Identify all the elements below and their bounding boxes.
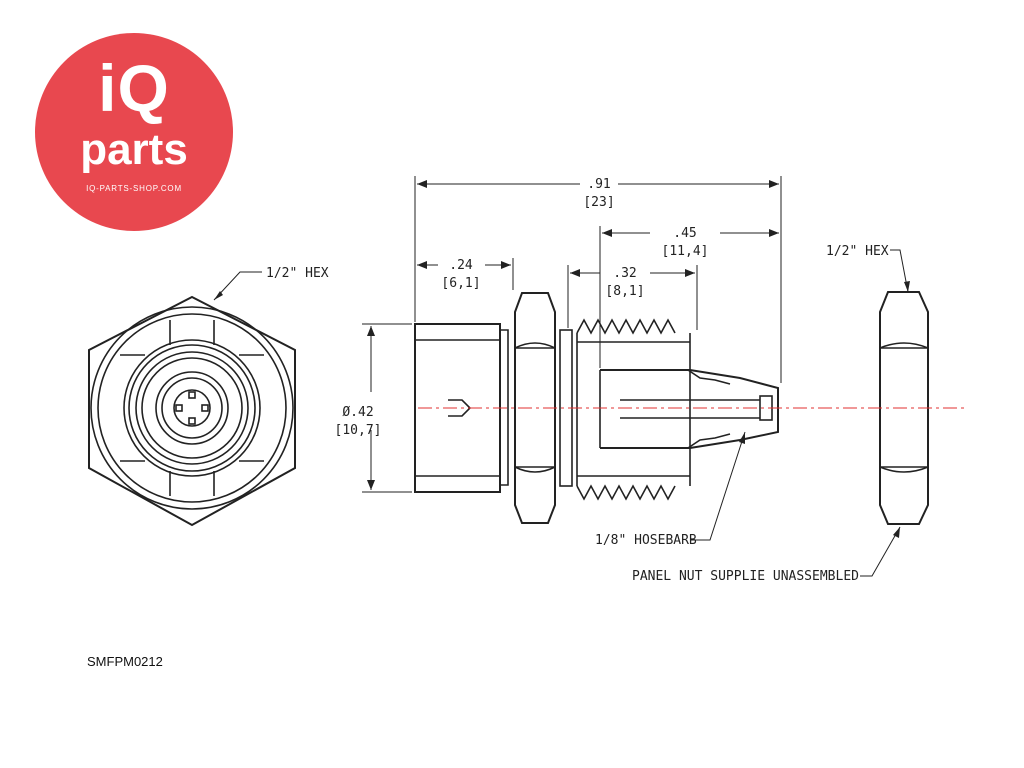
panel-nut-view	[879, 291, 929, 525]
logo-website-text: IQ-PARTS-SHOP.COM	[86, 184, 182, 193]
dim-flange: .24	[449, 258, 473, 273]
side-view-body	[414, 292, 779, 524]
hosebarb-label: 1/8" HOSEBARB	[595, 533, 697, 548]
panel-nut-label: PANEL NUT SUPPLIE UNASSEMBLED	[632, 569, 859, 584]
dim-flange-mm: [6,1]	[441, 276, 480, 291]
nut-hex-label: 1/2" HEX	[826, 244, 889, 259]
dim-overall: .91	[587, 177, 610, 192]
front-hex-view	[88, 295, 296, 527]
part-number: SMFPM0212	[87, 654, 163, 669]
logo-parts-text: parts	[80, 125, 188, 174]
brand-logo: iQ parts IQ-PARTS-SHOP.COM	[35, 33, 233, 231]
dim-barb: .45	[673, 226, 696, 241]
dim-diameter-mm: [10,7]	[335, 423, 382, 438]
dim-barb-mm: [11,4]	[662, 244, 709, 259]
dim-overall-mm: [23]	[583, 195, 614, 210]
front-hex-label: 1/2" HEX	[266, 266, 329, 281]
dim-diameter: Ø.42	[342, 405, 373, 420]
dim-thread: .32	[613, 266, 636, 281]
logo-iq-text: iQ	[98, 51, 170, 125]
dim-thread-mm: [8,1]	[605, 284, 644, 299]
